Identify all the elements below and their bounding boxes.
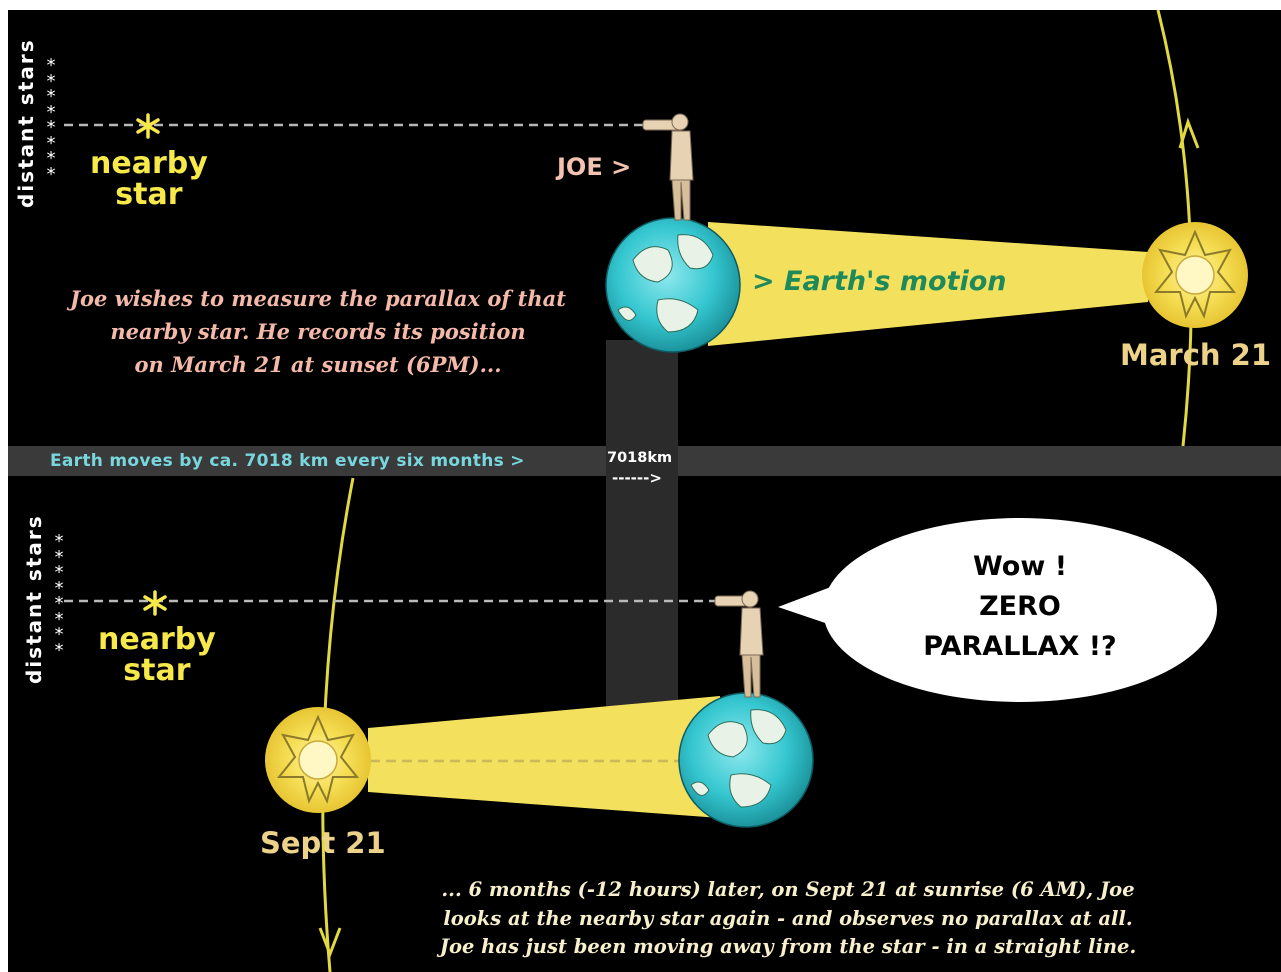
band-text: Earth moves by ca. 7018 km every six mon…: [50, 451, 525, 471]
nearby-star-icon-top: [136, 113, 160, 139]
story-bottom-line: looks at the nearby star again - and obs…: [443, 906, 1133, 930]
bubble-line: Wow !: [972, 551, 1068, 582]
sunlight-beam-top: [708, 222, 1148, 346]
story-bottom-line: Joe has just been moving away from the s…: [439, 935, 1137, 958]
orbit-arrow-down: [318, 927, 342, 959]
story-bottom: ... 6 months (-12 hours) later, on Sept …: [408, 876, 1168, 962]
story-top-line: on March 21 at sunset (6PM)...: [134, 352, 502, 377]
alignment-column: [606, 340, 678, 762]
sun-icon-bottom: [265, 707, 371, 813]
orbit-arc-top: [1156, 10, 1193, 447]
sunlight-beam-bottom: [368, 696, 720, 818]
sun-icon-top: [1142, 222, 1248, 328]
story-top-line: nearby star. He records its position: [110, 319, 526, 344]
earth-icon-top: [605, 217, 741, 353]
bubble-text: Wow ! ZERO PARALLAX !?: [870, 547, 1170, 667]
diagram-graphics: [8, 10, 1281, 972]
distant-stars-label-top: distant stars: [14, 38, 38, 208]
speech-bubble: [778, 518, 1217, 702]
earth-icon-bottom: [678, 692, 814, 828]
earth-motion-label: > Earth's motion: [752, 266, 1007, 297]
story-top-line: Joe wishes to measure the parallax of th…: [70, 286, 566, 311]
distance-label: 7018km: [607, 450, 673, 466]
distant-stars-column-bottom: ********: [53, 531, 65, 661]
distance-arrow: ------>: [612, 469, 662, 487]
sun-date-top: March 21: [1120, 338, 1272, 372]
story-top: Joe wishes to measure the parallax of th…: [48, 282, 588, 381]
joe-label: JOE >: [557, 153, 632, 181]
story-bottom-line: ... 6 months (-12 hours) later, on Sept …: [441, 878, 1135, 901]
nearby-star-label-bottom: nearby star: [98, 622, 216, 688]
observer-joe-top: [642, 113, 694, 221]
parallax-diagram: distant stars ******** distant stars ***…: [8, 10, 1281, 972]
distant-stars-column-top: ********: [45, 55, 57, 185]
orbit-arrow-up: [1178, 117, 1200, 149]
nearby-star-label-top: nearby star: [90, 146, 208, 212]
nearby-star-icon-bottom: [143, 590, 167, 616]
bubble-line: ZERO: [979, 591, 1061, 622]
observer-joe-bottom: [714, 590, 764, 698]
bubble-line: PARALLAX !?: [923, 631, 1117, 662]
sun-date-bottom: Sept 21: [260, 826, 386, 860]
distant-stars-label-bottom: distant stars: [22, 514, 46, 684]
